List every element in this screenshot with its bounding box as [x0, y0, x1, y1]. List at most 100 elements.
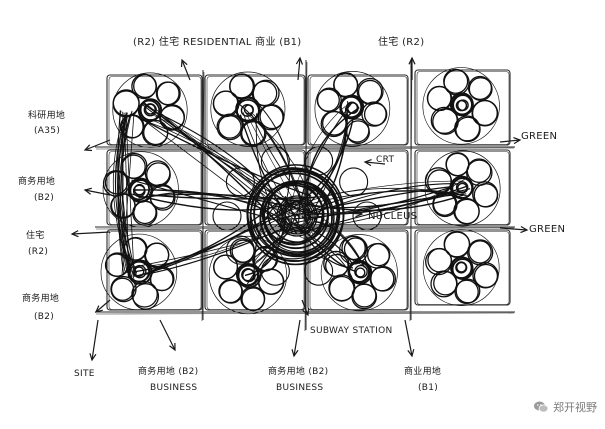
arrowhead	[83, 144, 93, 152]
block-frame	[414, 69, 511, 146]
scribble-line	[303, 190, 457, 217]
arrowhead	[407, 349, 415, 358]
sketch-circle	[229, 73, 256, 100]
arrow-shaft	[71, 231, 111, 235]
label-subway-station: SUBWAY STATION	[310, 326, 393, 336]
sketch-circle	[356, 77, 384, 105]
scribble-line	[141, 118, 312, 197]
sketch-circle	[355, 267, 366, 278]
label-nucleus: NUCLEUS	[368, 211, 418, 222]
scribble-line	[239, 114, 298, 235]
sketch-circle	[328, 275, 355, 302]
hub-satellite	[304, 256, 334, 286]
block-frame-overdraw	[416, 151, 510, 225]
sketch-circle	[457, 99, 469, 112]
sketch-circle	[110, 277, 135, 301]
label-green-2: GREEN	[529, 224, 566, 235]
sketch-circle	[144, 103, 156, 115]
sketch-circle	[430, 106, 458, 134]
sketch-circle	[241, 121, 266, 146]
arrow-shaft	[404, 319, 413, 357]
label-left-business-1-code: (B2)	[34, 193, 55, 203]
label-left-business-2: 商务用地	[22, 294, 60, 304]
scribble-line	[277, 185, 454, 220]
sketch-circle	[217, 114, 242, 139]
arrowhead	[355, 210, 364, 218]
sketch-circle	[146, 162, 171, 188]
sketch-circle	[218, 279, 244, 304]
watermark-text: 郑开视野	[553, 401, 597, 414]
arrow-shaft	[181, 59, 191, 81]
sketch-circle	[467, 239, 494, 266]
sketch-circle	[213, 254, 239, 280]
arrow-shaft	[499, 139, 521, 143]
block-frame-overdraw	[309, 231, 408, 310]
arrowhead	[363, 159, 372, 167]
scribble-line	[119, 111, 133, 275]
sketch-circle	[239, 119, 267, 147]
sketch-circle	[208, 235, 288, 315]
scribble-line	[138, 193, 302, 203]
label-left-business-1: 商务用地	[18, 177, 56, 187]
label-top-right: 住宅 (R2)	[378, 37, 425, 48]
scribble-line	[150, 119, 289, 201]
sketch-circle	[351, 283, 378, 310]
sketch-circle	[450, 256, 473, 279]
sketch-circle	[354, 264, 368, 279]
scribble-line	[246, 223, 291, 285]
sketch-circle	[424, 150, 501, 227]
scribble-line	[148, 194, 315, 200]
arrowhead	[295, 56, 304, 65]
sketch-circle	[210, 71, 286, 147]
sketch-circle	[369, 266, 395, 292]
block-frame	[414, 149, 511, 226]
arrowhead	[291, 349, 299, 358]
hub-satellite	[304, 146, 334, 176]
scribble-line	[143, 103, 289, 234]
block-frame-overdraw	[108, 231, 202, 310]
scribble-line	[114, 112, 135, 278]
label-left-research-code: (A35)	[34, 126, 61, 136]
sketch-circle	[241, 287, 266, 312]
scribble-line	[148, 214, 282, 273]
arrowhead	[302, 307, 310, 317]
hub-ring	[266, 181, 329, 243]
hub-core	[278, 197, 316, 235]
sketch-circle	[240, 103, 254, 117]
sketch-circle	[367, 242, 391, 267]
block-frame	[307, 229, 409, 311]
road-line-overdraw	[95, 227, 515, 230]
sketch-circle	[357, 79, 383, 105]
scribble-line	[135, 199, 299, 277]
sketch-circle	[102, 151, 179, 228]
sketch-circle	[465, 159, 493, 187]
hub-ring	[263, 183, 333, 253]
sketch-circle	[471, 99, 499, 127]
scribble-line	[148, 191, 311, 212]
hub-ring	[246, 167, 339, 260]
scribble-line	[121, 113, 135, 275]
sketch-circle	[427, 247, 452, 273]
label-bottom-commercial: 商业用地	[404, 367, 442, 377]
watermark: 郑开视野	[533, 399, 597, 415]
cluster-flowers	[100, 67, 501, 315]
label-bottom-commercial-code: (B1)	[418, 383, 439, 393]
road-line-overdraw	[304, 61, 308, 332]
block-frame-overdraw	[309, 76, 408, 145]
direction-arrows	[70, 56, 529, 362]
sketch-circle	[422, 67, 500, 145]
sketch-circle	[467, 75, 493, 101]
hub-core	[282, 201, 312, 231]
arrowhead	[94, 305, 103, 313]
sketch-circle	[235, 96, 261, 122]
sketch-circle	[455, 261, 468, 274]
arrow-shaft	[159, 319, 176, 351]
label-bottom-business-1-en: BUSINESS	[150, 383, 198, 393]
arrowhead	[83, 187, 92, 195]
label-top-left: (R2) 住宅 RESIDENTIAL 商业 (B1)	[133, 37, 302, 48]
sketch-circle	[143, 119, 169, 146]
sketch-circle	[323, 250, 350, 277]
sketch-circle	[443, 230, 471, 258]
arrowhead	[89, 353, 97, 362]
sketch-circle	[453, 197, 480, 225]
